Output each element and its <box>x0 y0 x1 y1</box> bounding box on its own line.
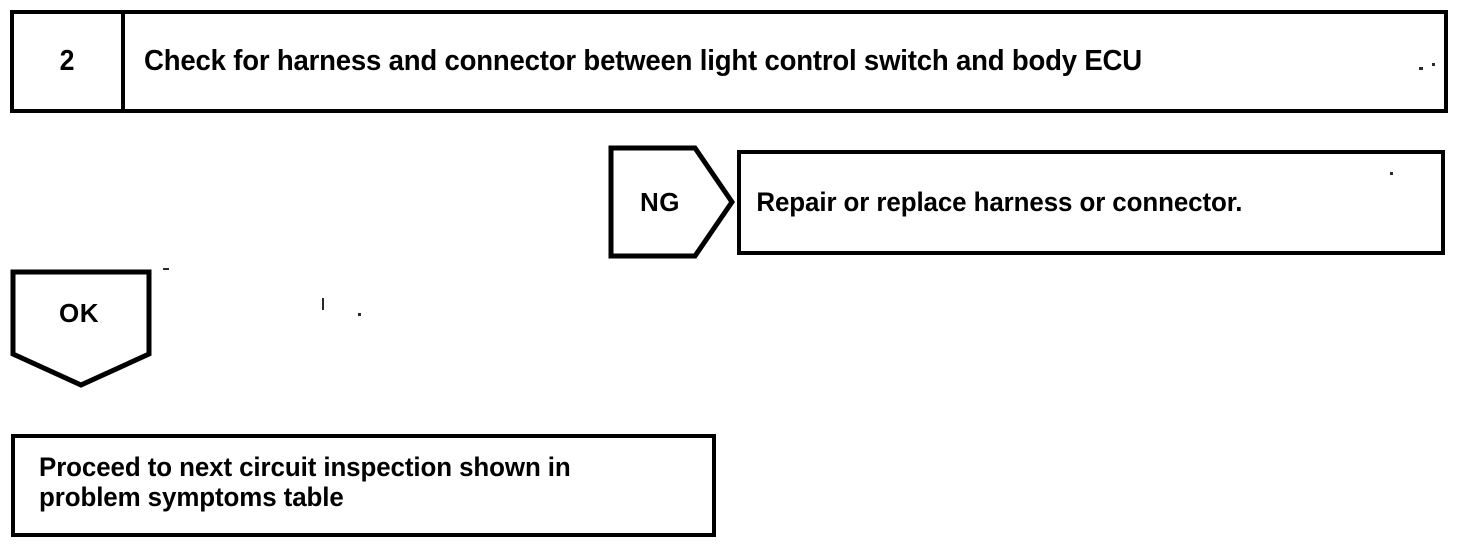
step-header-box: 2 Check for harness and connector betwee… <box>10 10 1448 113</box>
ok-result-line-2: problem symptoms table <box>39 482 344 513</box>
step-number-cell: 2 <box>14 14 125 109</box>
step-number: 2 <box>60 45 75 77</box>
ng-result-box: Repair or replace harness or connector. <box>737 150 1445 255</box>
scan-speckle <box>322 298 324 310</box>
scan-speckle <box>1419 67 1423 70</box>
scan-speckle <box>358 313 361 316</box>
step-title-cell: Check for harness and connector between … <box>125 14 1444 109</box>
ok-branch-arrow-icon <box>6 268 156 390</box>
ng-branch-arrow-icon <box>605 145 735 260</box>
ok-result-box: Proceed to next circuit inspection shown… <box>11 434 716 537</box>
ok-result-text: Proceed to next circuit inspection shown… <box>39 452 685 512</box>
step-title: Check for harness and connector between … <box>144 45 1142 77</box>
ng-result-text: Repair or replace harness or connector. <box>756 187 1243 217</box>
scan-speckle <box>1432 63 1435 66</box>
scan-speckle <box>163 268 169 270</box>
scan-speckle <box>1390 172 1393 175</box>
ok-result-line-1: Proceed to next circuit inspection shown… <box>39 452 571 482</box>
